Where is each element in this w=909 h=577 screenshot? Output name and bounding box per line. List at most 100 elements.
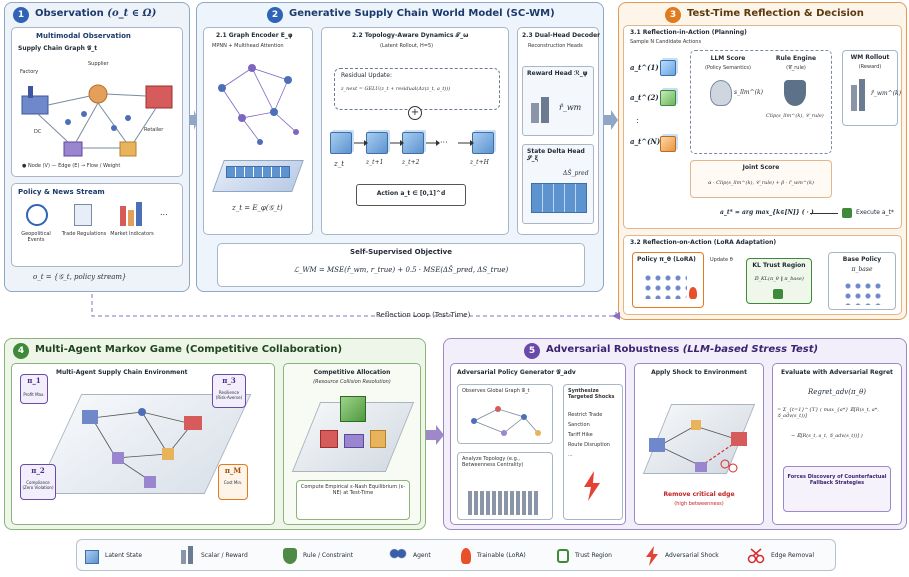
agent-pi1: π_1 Profit Max.	[20, 374, 48, 404]
kl-title: KL Trust Region	[752, 262, 806, 269]
shock-item: Route Disruption	[568, 442, 610, 448]
sub1-title: 3.1 Reflection-in-Action (Planning)	[630, 29, 747, 36]
reflection-title: Test-Time Reflection & Decision	[687, 8, 864, 19]
scalar-reward-icon	[531, 103, 539, 123]
observe-graph	[471, 406, 541, 436]
latent-label: z_t	[334, 160, 345, 168]
legend-label: Trainable (LoRA)	[477, 552, 526, 559]
bar-chart-icon	[120, 206, 126, 226]
shock-item: Tariff Hike	[568, 432, 593, 438]
action-cube	[660, 60, 676, 76]
remove-edge-sub: (high betweenness)	[674, 501, 724, 507]
legend-label: Latent State	[105, 552, 143, 559]
shock-title: Apply Shock to Environment	[651, 369, 747, 376]
shock-item: Sanction	[568, 422, 590, 428]
base-title: Base Policy	[842, 256, 882, 263]
kl-formula: 𝔻_KL(π_θ ‖ π_base)	[754, 276, 804, 282]
objective-formula: ℒ_WM = MSE(r̂_wm, r_true) + 0.5 · MSE(ΔŜ…	[293, 266, 509, 274]
forces-box: Forces Discovery of Counterfactual Fallb…	[783, 466, 891, 512]
reflection-loop-label: Reflection Loop (Test-Time)	[376, 311, 471, 319]
observation-formula: (o_t ∈ Ω)	[107, 8, 157, 19]
sample-label: Sample N Candidate Actions	[630, 39, 702, 45]
llm-brain-icon	[710, 80, 732, 106]
section-number: 3	[665, 7, 681, 23]
latent-label: z_t+H	[470, 159, 489, 166]
update-label: Update θ	[710, 257, 733, 263]
action-cube	[660, 136, 676, 152]
retailer-icon	[145, 85, 173, 109]
latent-cube	[330, 132, 352, 154]
kl-trust-region-box: KL Trust Region 𝔻_KL(π_θ ‖ π_base)	[746, 258, 812, 304]
rule-title: Rule Engine	[775, 55, 817, 62]
alloc-title: Competitive Allocation	[313, 369, 391, 376]
forces-text: Forces Discovery of Counterfactual Fallb…	[787, 474, 887, 486]
reflection-on-action-box: 3.2 Reflection-on-Action (LoRA Adaptatio…	[623, 235, 902, 315]
execute-arrow	[810, 213, 838, 214]
multimodal-title: Multimodal Observation	[36, 32, 131, 40]
factory-icon	[21, 95, 49, 115]
analyze-box: Analyze Topology (e.g., Betweenness Cent…	[457, 452, 553, 520]
legend-label: Scalar / Reward	[201, 552, 248, 559]
observation-panel: 1 Observation (o_t ∈ Ω) Multimodal Obser…	[4, 2, 190, 292]
encoder-title: 2.1 Graph Encoder E_φ	[216, 32, 293, 39]
obs-formula: o_t = {𝒢_t, policy stream}	[33, 273, 127, 281]
scalar-reward-icon	[181, 550, 186, 564]
betweenness-bars	[468, 491, 538, 515]
env-title: Multi-Agent Supply Chain Environment	[56, 369, 188, 376]
residual-formula: z_next = GELU(z_t + residual(Δz(z_t, a_t…	[341, 86, 451, 92]
latent-state-icon	[85, 550, 99, 564]
execute-label: Execute a_t*	[856, 209, 894, 216]
agent-symbol: π_3	[222, 376, 236, 385]
decoder-title: 2.3 Dual-Head Decoder	[522, 32, 601, 39]
trainable-lora-icon	[461, 548, 471, 564]
agent-symbol: π_M	[224, 466, 242, 475]
adversarial-title: Adversarial Robustness (LLM-based Stress…	[546, 344, 818, 355]
environment-network	[82, 408, 202, 488]
action-candidate: a_t^(N)	[630, 137, 661, 146]
scoring-box	[690, 50, 832, 154]
reward-output: r̂_wm	[559, 103, 582, 112]
section-number: 1	[13, 7, 29, 23]
legend-label: Trust Region	[575, 552, 612, 559]
section-number: 4	[13, 343, 29, 359]
shock-box: Apply Shock to Environment Remove critic…	[634, 363, 764, 525]
lock-icon	[842, 208, 852, 218]
latent-ellipsis: ···	[440, 138, 448, 147]
analyze-text: Analyze Topology (e.g., Betweenness Cent…	[462, 456, 524, 468]
policy-news-box: Policy & News Stream Geopolitical Events…	[11, 183, 183, 267]
llm-title: LLM Score	[710, 55, 746, 62]
wm-subtitle: (Reward)	[858, 64, 882, 70]
agent-desc: Compliance (Zero Violation)	[22, 480, 54, 490]
world-model-title: Generative Supply Chain World Model (SC-…	[289, 8, 555, 19]
observe-box: Observes Global Graph 𝒢_t	[457, 384, 553, 444]
latent-label: z_t+1	[366, 159, 384, 166]
observation-title: Observation (o_t ∈ Ω)	[35, 8, 156, 19]
generator-title: Adversarial Policy Generator 𝒢_adv	[457, 369, 576, 376]
adversarial-title-italic: (LLM-based Stress Test)	[682, 344, 819, 355]
joint-formula: α · Clip(s_llm^(k), 𝒞_rule) + β · r̂_wm^…	[708, 180, 814, 186]
item-trade: Trade Regulations	[61, 231, 107, 237]
node-label-factory: Factory	[20, 69, 39, 75]
supplier-icon	[88, 84, 108, 104]
section-number: 2	[267, 7, 283, 23]
nash-text: Compute Empirical ε-Nash Equilibrium (ε-…	[300, 484, 406, 496]
regret-title: Evaluate with Adversarial Regret	[781, 369, 893, 376]
generator-box: Adversarial Policy Generator 𝒢_adv Obser…	[450, 363, 626, 525]
flow-arrow	[426, 425, 444, 445]
joint-score-box: Joint Score α · Clip(s_llm^(k), 𝒞_rule) …	[690, 160, 832, 198]
reflection-in-action-box: 3.1 Reflection-in-Action (Planning) Samp…	[623, 25, 902, 229]
latent-label: z_t+2	[402, 159, 420, 166]
dynamics-title: 2.2 Topology-Aware Dynamics 𝒯_ω	[352, 32, 469, 39]
supply-chain-graph	[21, 84, 173, 157]
legend-label: Edge Removal	[771, 552, 815, 559]
reflection-panel: 3 Test-Time Reflection & Decision 3.1 Re…	[618, 2, 907, 320]
document-icon	[74, 204, 92, 226]
alloc-subtitle: (Resource Collision Resolution)	[313, 379, 391, 385]
environment-box: Multi-Agent Supply Chain Environment π_1…	[11, 363, 275, 525]
wm-title: WM Rollout	[850, 54, 890, 61]
rule-variable: Clip(s_llm^(k), 𝒞_rule)	[766, 113, 824, 119]
legend-label: Rule / Constraint	[303, 552, 354, 559]
dynamics-subtitle: (Latent Rollout, H=5)	[380, 43, 434, 49]
markov-game-panel: 4 Multi-Agent Markov Game (Competitive C…	[4, 338, 426, 530]
reward-head-label: Reward Head ℛ_ψ	[527, 70, 588, 77]
